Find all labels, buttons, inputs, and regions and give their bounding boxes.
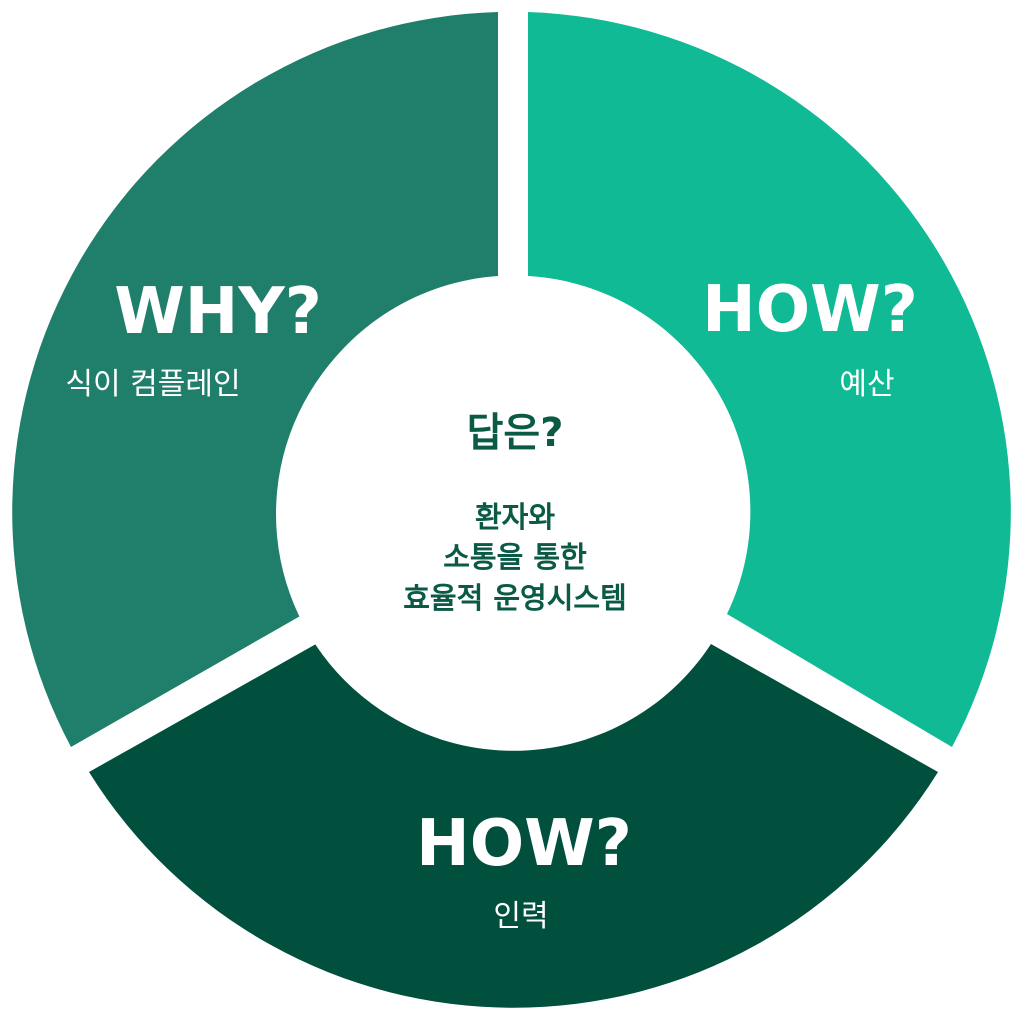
- segment-why: WHY? 식이 컴플레인: [12, 12, 499, 747]
- segment-how-budget: HOW? 예산: [528, 12, 1011, 747]
- segment-why-shape: [12, 12, 499, 747]
- segment-why-subtitle: 식이 컴플레인: [65, 367, 240, 402]
- segment-how-budget-title: HOW?: [702, 273, 918, 347]
- segment-how-staff-shape: [89, 644, 938, 1008]
- segment-how-budget-subtitle: 예산: [839, 367, 894, 402]
- segment-how-budget-shape: [528, 12, 1011, 747]
- segment-why-title: WHY?: [114, 275, 322, 349]
- center-title: 답은?: [467, 410, 564, 456]
- center-line-1: 환자와: [475, 500, 555, 534]
- center-line-2: 소통을 통한: [443, 540, 587, 574]
- center-line-3: 효율적 운영시스템: [403, 581, 627, 615]
- center-circle: [276, 278, 748, 750]
- segment-how-staff-subtitle: 인력: [493, 899, 548, 934]
- segment-how-staff: HOW? 인력: [89, 644, 938, 1008]
- segment-how-staff-title: HOW?: [416, 807, 632, 881]
